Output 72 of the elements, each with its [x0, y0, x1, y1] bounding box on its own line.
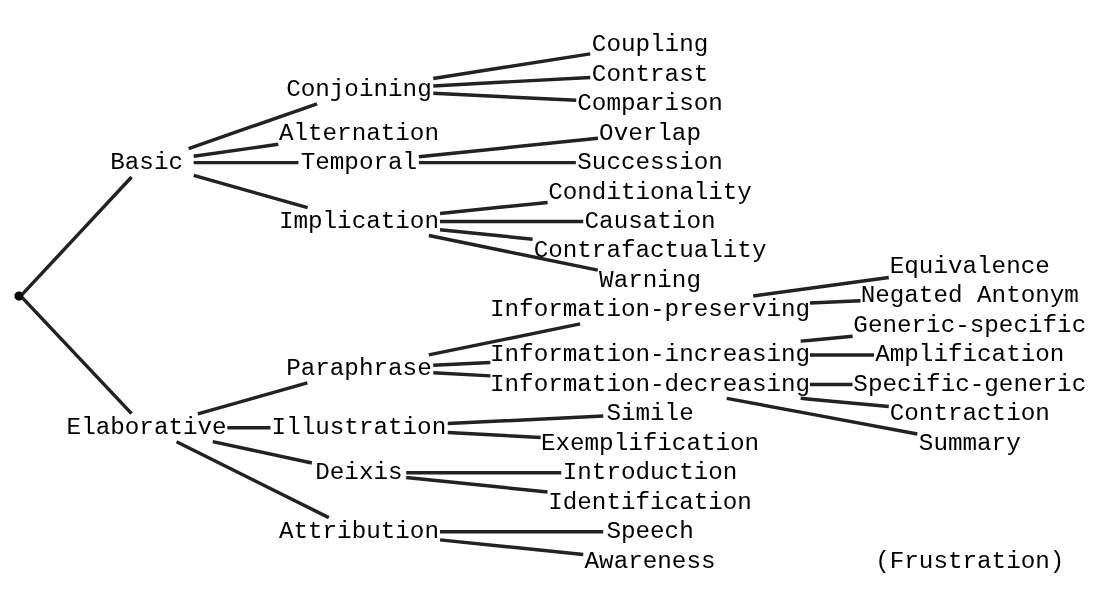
node-text: Paraphrase	[286, 354, 432, 382]
connector	[175, 439, 330, 519]
connector	[809, 382, 853, 386]
connector	[433, 75, 591, 88]
node-text: Specific-generic	[853, 370, 1087, 398]
node-text: Information-increasing	[489, 340, 811, 368]
node-point	[14, 290, 24, 301]
connector	[433, 91, 577, 102]
node-text: Information-preserving	[489, 295, 811, 323]
connector	[188, 101, 318, 150]
node-text: Awareness	[584, 547, 716, 575]
connector	[440, 529, 604, 533]
connector	[212, 439, 313, 465]
node-text: Attribution	[278, 517, 439, 545]
connector	[433, 370, 491, 378]
node-text: Introduction	[562, 458, 738, 486]
node-text: Illustration	[271, 413, 447, 441]
connector	[21, 175, 133, 295]
node-text: Elaborative	[66, 413, 227, 441]
connector	[809, 298, 861, 305]
connector	[406, 475, 548, 494]
connector	[193, 160, 299, 164]
node-text: Succession	[577, 148, 723, 176]
node-text: Implication	[278, 207, 439, 235]
connector	[418, 160, 576, 164]
connector	[752, 275, 889, 298]
connector	[447, 430, 541, 439]
connector	[447, 413, 604, 425]
connector	[21, 296, 133, 415]
connector	[428, 321, 581, 357]
connector	[227, 425, 271, 429]
connector	[428, 233, 599, 272]
node-text: Simile	[606, 399, 694, 427]
connector	[193, 142, 279, 158]
node-text: Information-decreasing	[489, 370, 811, 398]
connector	[418, 136, 599, 158]
node-text: Overlap	[599, 119, 701, 147]
node-text: Comparison	[577, 89, 723, 117]
node-text: Exemplification	[540, 429, 760, 457]
node-text: Conjoining	[286, 75, 432, 103]
connector	[439, 227, 533, 241]
node-text: Contrafactuality	[533, 236, 767, 264]
node-text: Negated Antonym	[860, 281, 1079, 309]
node-text: Temporal	[300, 148, 418, 176]
connector	[406, 470, 562, 475]
node-text: Contraction	[889, 399, 1050, 427]
connector	[433, 360, 491, 367]
connector	[193, 173, 309, 209]
connector	[800, 396, 889, 408]
node-text: Amplification	[875, 340, 1065, 368]
connector	[726, 396, 918, 436]
connector	[433, 51, 591, 80]
node-text: Equivalence	[889, 252, 1050, 280]
node-text: Basic	[110, 148, 184, 176]
connector	[439, 200, 548, 215]
node-text: Identification	[548, 488, 752, 516]
node-text: Warning	[599, 266, 701, 294]
connector	[197, 380, 308, 415]
node-text: Alternation	[278, 119, 439, 147]
node-text: Causation	[584, 207, 716, 235]
connector	[440, 219, 584, 223]
node-text: Conditionality	[548, 178, 752, 205]
node-text: Generic-specific	[853, 311, 1087, 339]
node-text: Contrast	[591, 60, 709, 88]
node-text: Deixis	[315, 458, 403, 486]
connector	[439, 537, 584, 556]
connector	[800, 334, 853, 343]
node-text: Coupling	[591, 30, 709, 58]
node-text: Summary	[918, 429, 1021, 457]
node-text: Speech	[606, 517, 694, 545]
connector	[809, 352, 874, 357]
label: (Frustration)	[875, 547, 1065, 575]
